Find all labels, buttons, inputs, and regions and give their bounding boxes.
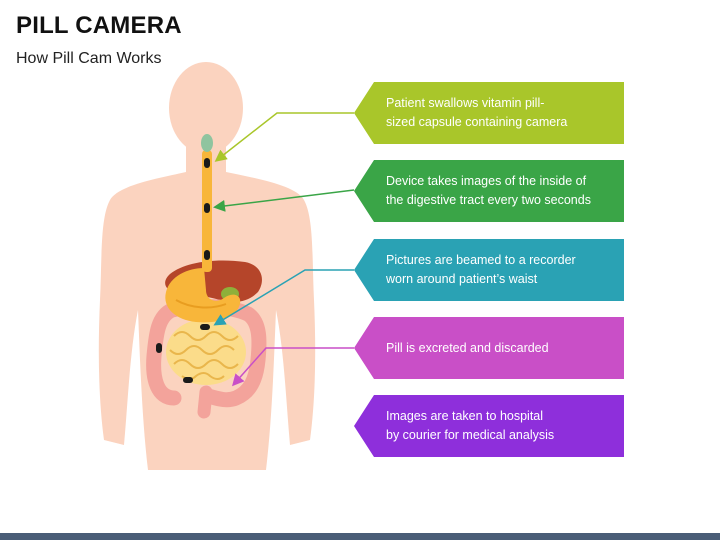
bottom-bar	[0, 533, 720, 540]
stomach	[165, 268, 241, 323]
step-callout: Images are taken to hospital by courier …	[354, 395, 624, 457]
step-callout: Device takes images of the inside of the…	[354, 160, 624, 222]
step-text: Images are taken to hospital by courier …	[386, 409, 555, 442]
callout-shape	[354, 395, 624, 457]
step-text: Patient swallows vitamin pill- sized cap…	[386, 96, 568, 129]
connector-arrow	[213, 269, 354, 326]
step-text: Pictures are beamed to a recorder worn a…	[386, 253, 576, 286]
small-intestine	[166, 319, 246, 385]
step-callout: Pill is excreted and discarded	[354, 317, 624, 379]
rectum	[197, 385, 213, 419]
page-title: PILL CAMERA	[16, 12, 182, 39]
pill-capsule-icon	[156, 158, 210, 383]
callout-shape	[354, 239, 624, 301]
large-intestine	[146, 299, 267, 408]
step-callout: Pictures are beamed to a recorder worn a…	[354, 239, 624, 301]
step-text: Pill is excreted and discarded	[386, 340, 549, 355]
callout-shape	[354, 82, 624, 144]
step-callout: Patient swallows vitamin pill- sized cap…	[354, 82, 624, 144]
connector-arrow	[214, 112, 354, 162]
connector-arrow	[232, 347, 354, 387]
callout-shape	[354, 160, 624, 222]
callout-shape	[354, 317, 624, 379]
page-subtitle: How Pill Cam Works	[16, 50, 162, 67]
connector-arrow	[213, 189, 355, 212]
step-text: Device takes images of the inside of the…	[386, 174, 591, 207]
